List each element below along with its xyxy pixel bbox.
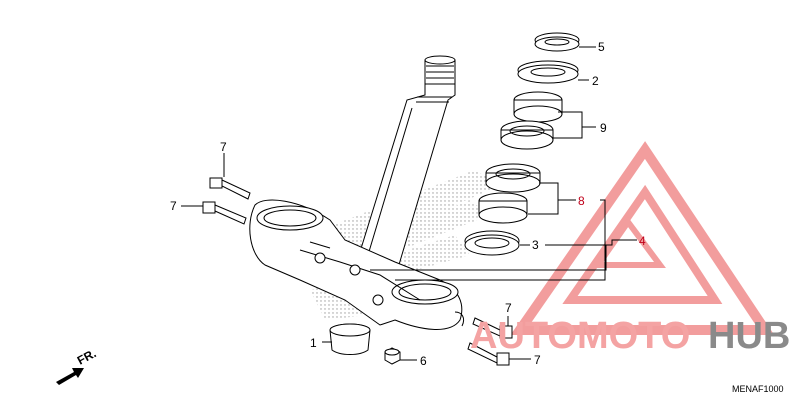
upper-bearing-race (500, 120, 554, 150)
dust-seal-lower (464, 230, 520, 256)
dust-seal-upper (534, 32, 580, 52)
lower-triple-clamp (249, 199, 465, 330)
callout-5: 5 (598, 40, 605, 54)
callout-2: 2 (592, 74, 599, 88)
watermark-brand-part1: AUTOMOTO (470, 315, 690, 357)
callout-7: 7 (220, 140, 227, 154)
callout-8: 8 (578, 194, 585, 208)
leader-lines (181, 46, 637, 361)
watermark-logo (510, 141, 775, 335)
callout-6: 6 (420, 354, 427, 368)
clamp (329, 323, 371, 355)
callout-9: 9 (600, 121, 607, 135)
pinch-bolt (472, 317, 513, 339)
callout-7: 7 (505, 301, 512, 315)
callout-1: 1 (310, 336, 317, 350)
callout-7: 7 (534, 353, 541, 367)
front-direction-label: FR. (75, 346, 99, 367)
callout-7: 7 (170, 199, 177, 213)
pinch-bolt (209, 177, 251, 200)
front-direction-arrow: FR. (56, 346, 98, 385)
upper-race (517, 60, 579, 84)
pinch-bolt (202, 201, 247, 225)
callout-3: 3 (532, 238, 539, 252)
diagram-code: MENAF1000 (732, 384, 784, 394)
lower-bearing-race (485, 163, 541, 193)
upper-bearing (513, 91, 563, 123)
stem-nut (384, 347, 401, 365)
steering-stem (354, 55, 456, 269)
lower-bearing (478, 192, 528, 224)
watermark-brand-part2: HUB (708, 315, 790, 357)
watermark-text: AUTOMOTO HUB (470, 315, 790, 357)
callout-4: 4 (639, 234, 646, 248)
